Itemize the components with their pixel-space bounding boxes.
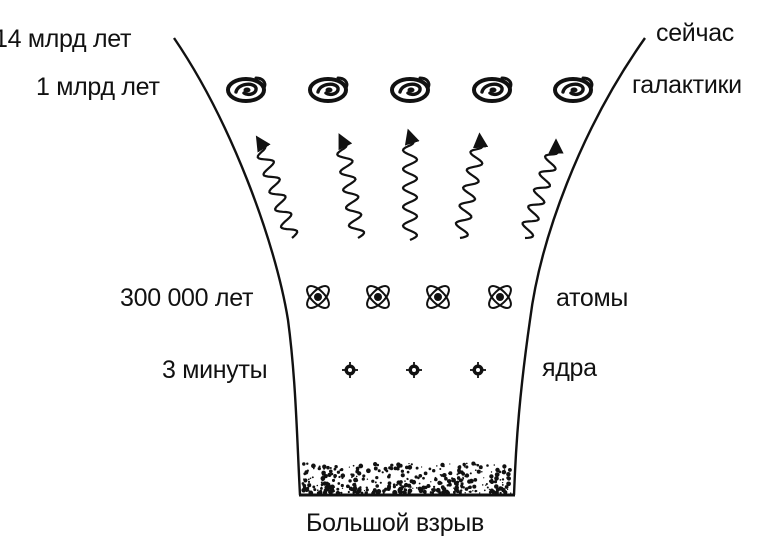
spiral-galaxy-icon [390,76,431,103]
atoms-row [306,285,512,309]
big-bang-matter-icon [301,461,512,496]
wavy-arrow-icon [521,138,564,240]
atom-orbit-icon [306,285,330,309]
spiral-galaxy-icon [226,76,267,103]
now-label: сейчас [656,19,734,47]
nucleus-icon [406,362,422,378]
wavy-arrow-icon [401,128,420,242]
nuclei-row [342,362,486,378]
galaxies-time-label: 1 млрд лет [36,73,160,101]
wavy-arrow-icon [454,132,489,240]
atom-orbit-icon [366,285,390,309]
atoms-label: атомы [556,284,629,312]
nucleus-icon [470,362,486,378]
now-time-label: 14 млрд лет [0,25,132,53]
atom-orbit-icon [426,285,450,309]
spiral-galaxy-icon [472,76,513,103]
universe-left-boundary [173,37,302,496]
wavy-arrow-icon [255,135,299,239]
atom-orbit-icon [488,285,512,309]
galaxies-row [226,76,594,103]
nuclei-label: ядра [542,354,597,382]
wavy-arrow-icon [336,133,366,239]
atoms-time-label: 300 000 лет [120,284,254,312]
spiral-galaxy-icon [308,76,349,103]
spiral-galaxy-icon [553,76,594,103]
radiation-row [255,128,564,242]
galaxies-label: галактики [632,71,742,99]
universe-right-boundary [512,37,646,496]
big-bang-label: Большой взрыв [306,509,484,537]
nucleus-icon [342,362,358,378]
nuclei-time-label: 3 минуты [162,356,268,384]
